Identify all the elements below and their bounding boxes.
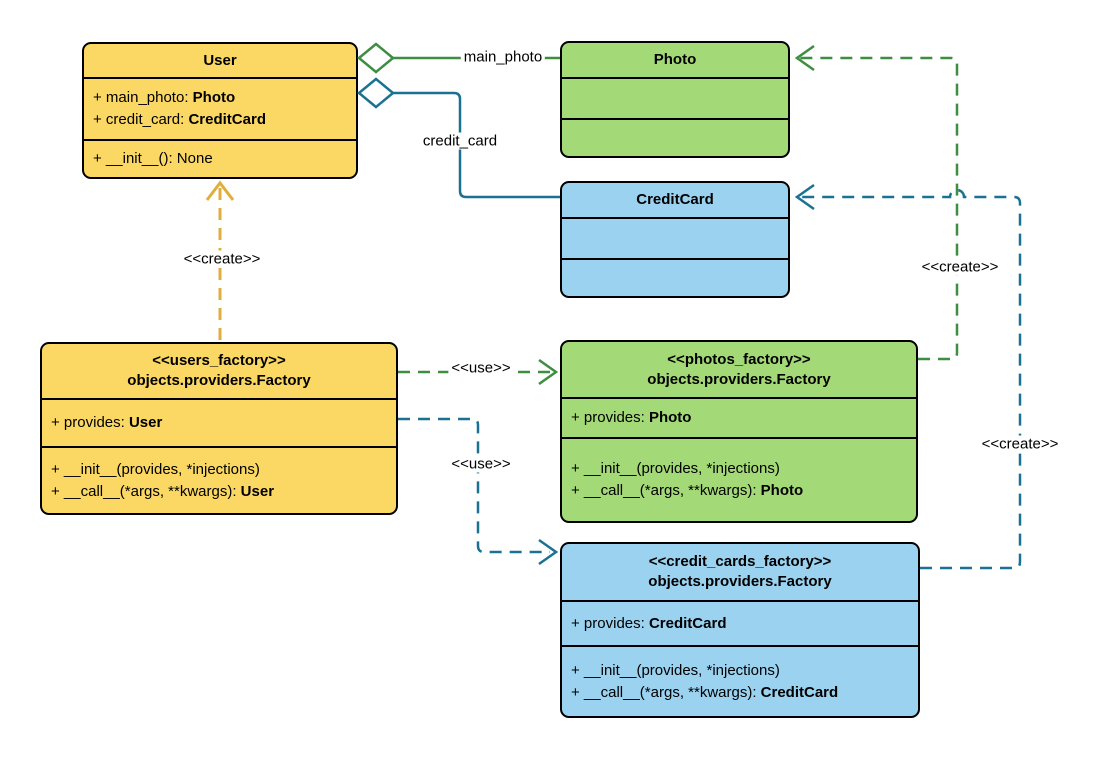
class-photos-factory-methods: + __init__(provides, *injections) + __ca… bbox=[562, 439, 916, 521]
class-credit-cards-factory-methods: + __init__(provides, *injections) + __ca… bbox=[562, 647, 918, 716]
class-name: objects.providers.Factory bbox=[647, 370, 831, 388]
method-call: + __call__(*args, **kwargs): Photo bbox=[562, 480, 916, 502]
class-name: objects.providers.Factory bbox=[127, 372, 311, 389]
class-photos-factory: <<photos_factory>> objects.providers.Fac… bbox=[560, 340, 918, 523]
class-users-factory: <<users_factory>> objects.providers.Fact… bbox=[40, 342, 398, 515]
class-photo-title: Photo bbox=[562, 43, 788, 79]
method-text: + __call__(*args, **kwargs): bbox=[51, 482, 241, 500]
class-user-title: User bbox=[84, 44, 356, 79]
attribute-type: User bbox=[128, 414, 163, 431]
attribute-text: + provides: bbox=[51, 414, 129, 431]
attribute-text: + main_photo: bbox=[93, 89, 193, 106]
method-return-type: CreditCard bbox=[760, 683, 839, 701]
label-create-credit-card: <<create>> bbox=[978, 435, 1062, 453]
class-creditcard: CreditCard bbox=[560, 181, 790, 298]
method-init: + __init__(): None bbox=[84, 148, 356, 170]
attribute-credit-card: + credit_card: CreditCard bbox=[84, 109, 356, 131]
class-stereotype: <<credit_cards_factory>> bbox=[648, 553, 832, 570]
class-creditcard-attributes bbox=[562, 219, 788, 260]
method-text: + __init__(provides, *injections) bbox=[571, 460, 780, 477]
use-credit-cards-line bbox=[398, 417, 550, 554]
class-user-attributes: + main_photo: Photo + credit_card: Credi… bbox=[84, 79, 356, 141]
method-text: + __call__(*args, **kwargs): bbox=[571, 482, 761, 499]
class-users-factory-methods: + __init__(provides, *injections) + __ca… bbox=[42, 448, 396, 513]
method-init: + __init__(provides, *injections) bbox=[42, 459, 396, 481]
method-return-type: User bbox=[240, 482, 275, 500]
label-use-photos: <<use>> bbox=[448, 359, 514, 377]
attribute-type: Photo bbox=[192, 89, 236, 106]
open-arrowhead-icon bbox=[794, 183, 815, 211]
create-photo-connector bbox=[794, 44, 959, 361]
class-stereotype: <<users_factory>> bbox=[152, 352, 286, 369]
class-creditcard-title: CreditCard bbox=[562, 183, 788, 219]
method-text: + __init__(provides, *injections) bbox=[51, 460, 260, 478]
create-photo-line bbox=[797, 56, 959, 361]
use-credit-cards-factory-connector bbox=[398, 417, 559, 566]
class-users-factory-attributes: + provides: User bbox=[42, 400, 396, 448]
create-credit-card-line bbox=[797, 188, 1022, 570]
attribute-text: + provides: bbox=[571, 614, 649, 632]
open-arrowhead-icon bbox=[794, 44, 815, 72]
method-call: + __call__(*args, **kwargs): User bbox=[42, 481, 396, 503]
open-arrowhead-icon bbox=[538, 358, 559, 386]
label-main-photo: main_photo bbox=[460, 48, 546, 66]
class-users-factory-title: <<users_factory>> objects.providers.Fact… bbox=[42, 344, 396, 400]
class-stereotype: <<photos_factory>> bbox=[667, 350, 811, 368]
class-credit-cards-factory-title: <<credit_cards_factory>> objects.provide… bbox=[562, 544, 918, 602]
use-photos-factory-connector bbox=[398, 358, 559, 386]
class-photos-factory-title: <<photos_factory>> objects.providers.Fac… bbox=[562, 342, 916, 399]
create-credit-card-connector bbox=[794, 183, 1022, 570]
class-photos-factory-attributes: + provides: Photo bbox=[562, 399, 916, 439]
class-name: CreditCard bbox=[636, 191, 714, 208]
method-text: + __init__(provides, *injections) bbox=[571, 661, 780, 679]
attribute-provides: + provides: Photo bbox=[562, 407, 916, 429]
label-create-user: <<create>> bbox=[180, 250, 264, 268]
class-user: User + main_photo: Photo + credit_card: … bbox=[82, 42, 358, 179]
attribute-type: Photo bbox=[648, 409, 692, 426]
class-name: User bbox=[203, 51, 237, 69]
attribute-provides: + provides: User bbox=[42, 412, 396, 434]
label-create-photo: <<create>> bbox=[918, 258, 1002, 276]
method-return-type: Photo bbox=[760, 482, 804, 499]
method-init: + __init__(provides, *injections) bbox=[562, 458, 916, 480]
class-name: objects.providers.Factory bbox=[648, 573, 832, 590]
method-init: + __init__(provides, *injections) bbox=[562, 660, 918, 682]
open-arrowhead-icon bbox=[538, 538, 559, 566]
attribute-text: + credit_card: bbox=[93, 111, 189, 128]
open-arrowhead-icon bbox=[205, 180, 235, 201]
method-text: + __init__(): None bbox=[93, 150, 213, 167]
class-name: Photo bbox=[653, 51, 697, 68]
attribute-text: + provides: bbox=[571, 409, 649, 426]
attribute-main-photo: + main_photo: Photo bbox=[84, 87, 356, 109]
attribute-type: CreditCard bbox=[188, 111, 266, 128]
method-text: + __call__(*args, **kwargs): bbox=[571, 683, 761, 701]
class-photo-attributes bbox=[562, 79, 788, 120]
attribute-type: CreditCard bbox=[648, 614, 727, 632]
create-user-connector bbox=[205, 180, 235, 340]
attribute-provides: + provides: CreditCard bbox=[562, 613, 918, 635]
class-credit-cards-factory-attributes: + provides: CreditCard bbox=[562, 602, 918, 647]
label-credit-card: credit_card bbox=[419, 132, 501, 150]
label-use-credit-cards: <<use>> bbox=[448, 455, 514, 473]
method-call: + __call__(*args, **kwargs): CreditCard bbox=[562, 682, 918, 704]
class-photo: Photo bbox=[560, 41, 790, 158]
aggregation-diamond-icon bbox=[357, 77, 395, 109]
class-credit-cards-factory: <<credit_cards_factory>> objects.provide… bbox=[560, 542, 920, 718]
aggregation-diamond-icon bbox=[357, 42, 395, 74]
class-user-methods: + __init__(): None bbox=[84, 141, 356, 177]
